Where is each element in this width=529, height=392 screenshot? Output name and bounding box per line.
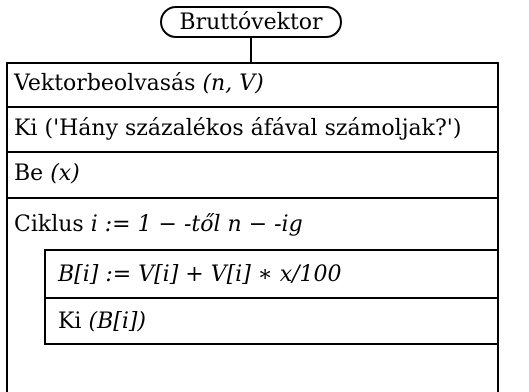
separator-3	[6, 197, 499, 199]
statement-print-result-keyword: Ki	[58, 309, 82, 334]
diagram-title-text: Bruttóvektor	[179, 9, 323, 35]
statement-read-x-keyword: Be	[14, 161, 44, 186]
statement-read-vector-keyword: Vektorbeolvasás	[14, 71, 196, 96]
statement-print-question-keyword: Ki	[14, 116, 38, 141]
structogram-frame	[6, 62, 499, 392]
separator-1	[6, 106, 499, 108]
loop-body-bottom	[44, 343, 499, 345]
separator-2	[6, 151, 499, 153]
title-connector	[250, 38, 252, 63]
statement-loop-header: Ciklus i := 1 − -től n − -ig	[14, 214, 303, 236]
statement-read-vector: Vektorbeolvasás (n, V)	[14, 73, 264, 95]
loop-body-top	[44, 249, 499, 251]
statement-read-vector-args: (n, V)	[202, 71, 264, 96]
statement-assign: B[i] := V[i] + V[i] ∗ x/100	[58, 264, 342, 286]
statement-print-result: Ki (B[i])	[58, 311, 146, 333]
statement-print-result-args: (B[i])	[88, 309, 147, 334]
diagram-title: Bruttóvektor	[160, 6, 342, 38]
statement-loop-keyword: Ciklus	[14, 212, 84, 237]
statement-print-question-text: ('Hány százalékos áfával számoljak?')	[44, 116, 462, 141]
statement-read-x: Be (x)	[14, 163, 80, 185]
statement-assign-text: B[i] := V[i] + V[i] ∗ x/100	[58, 262, 342, 287]
loop-body-divider	[44, 297, 499, 299]
statement-print-question: Ki ('Hány százalékos áfával számoljak?')	[14, 118, 461, 140]
statement-loop-range: i := 1 − -től n − -ig	[90, 212, 303, 237]
statement-read-x-args: (x)	[50, 161, 80, 186]
